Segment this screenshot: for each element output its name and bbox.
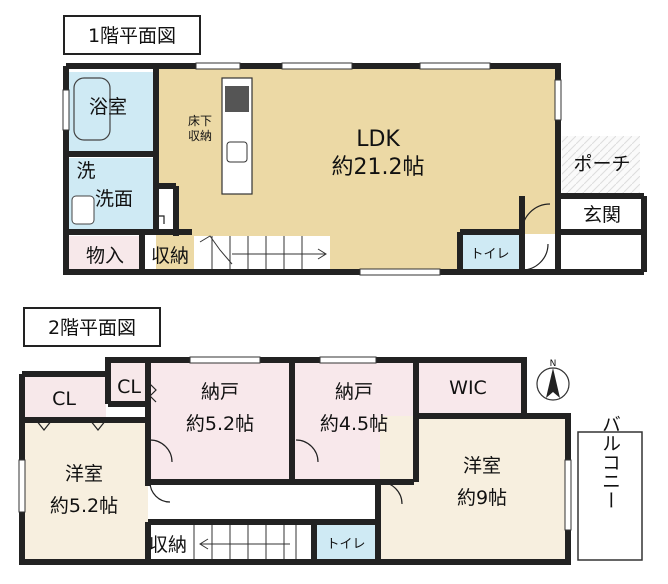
- label-nando2: 納戸: [335, 381, 373, 403]
- wic-fill: [418, 362, 522, 416]
- label-western-left-size: 約5.2帖: [50, 495, 118, 517]
- label-western-right: 洋室: [463, 455, 501, 477]
- label-western-left: 洋室: [65, 463, 103, 485]
- label-porch: ポーチ: [573, 153, 630, 175]
- floor1-title: 1階平面図: [88, 25, 176, 47]
- label-toilet2: トイレ: [326, 537, 365, 552]
- cl-small-fill: [110, 362, 150, 402]
- label-underfloor-2: 収納: [188, 129, 212, 143]
- label-ldk-size: 約21.2帖: [332, 155, 425, 180]
- label-entrance: 玄関: [583, 204, 621, 226]
- label-cl-small: CL: [117, 376, 141, 398]
- floor1-plan: 1階平面図: [62, 15, 647, 276]
- label-cl-left: CL: [52, 388, 76, 410]
- label-storage: 物入: [86, 245, 124, 267]
- stairs1-steps: [199, 235, 327, 270]
- cl-left-doors: [35, 419, 107, 431]
- label-closet2: 収納: [149, 534, 187, 556]
- label-balcony: バルコニー: [599, 415, 621, 510]
- hall-fill: [156, 186, 176, 234]
- nando1-door-swing: [149, 439, 173, 463]
- nando2-door-swing: [295, 439, 319, 463]
- toilet1-fill: [460, 234, 522, 270]
- floor2-plan: 2階平面図: [18, 307, 643, 565]
- label-nando1-size: 約5.2帖: [186, 413, 254, 435]
- balcony-box: [577, 431, 643, 561]
- label-underfloor-1: 床下: [188, 114, 212, 128]
- floor2-title-box: [23, 307, 161, 347]
- label-wic: WIC: [449, 377, 487, 399]
- entrance-door-swing: [521, 203, 551, 233]
- storage-fill: [68, 236, 142, 272]
- sink-icon: [226, 141, 248, 163]
- porch-tile: [562, 136, 640, 194]
- western-right-door-swing: [379, 481, 403, 505]
- toilet1-door-swing: [521, 243, 549, 271]
- western-left-door-swing: [149, 481, 171, 503]
- floor2-windows: [18, 356, 572, 531]
- label-toilet1: トイレ: [470, 247, 509, 262]
- label-western-right-size: 約9帖: [457, 487, 507, 509]
- cl-left-fill: [24, 376, 106, 418]
- floor1-title-box: [63, 15, 201, 55]
- floor1-walls: [63, 63, 647, 275]
- western-right-fill: [380, 416, 566, 560]
- basin-icon: [71, 195, 95, 225]
- floor2-walls: [19, 357, 571, 565]
- nando1-fill: [150, 362, 290, 480]
- stove-icon: [225, 86, 249, 112]
- toilet2-fill: [316, 524, 376, 560]
- north-compass-icon: N: [536, 359, 570, 401]
- bathtub-icon: [73, 77, 111, 141]
- label-wash2: 洗面: [95, 188, 133, 210]
- label-bath: 浴室: [89, 96, 127, 118]
- compass-north-label: N: [550, 359, 557, 369]
- label-wash1: 洗: [76, 160, 95, 182]
- western-left-fill: [24, 420, 148, 560]
- hall-door: [156, 215, 165, 224]
- label-closet1: 収納: [151, 245, 189, 267]
- cl-small-doors: [149, 383, 157, 403]
- stairs2-steps: [193, 524, 297, 560]
- floor2-title: 2階平面図: [48, 317, 136, 339]
- floor1-windows: [62, 62, 562, 276]
- label-nando2-size: 約4.5帖: [320, 413, 388, 435]
- label-nando1: 納戸: [201, 381, 239, 403]
- label-ldk: LDK: [356, 127, 400, 152]
- stairs1: [194, 236, 330, 270]
